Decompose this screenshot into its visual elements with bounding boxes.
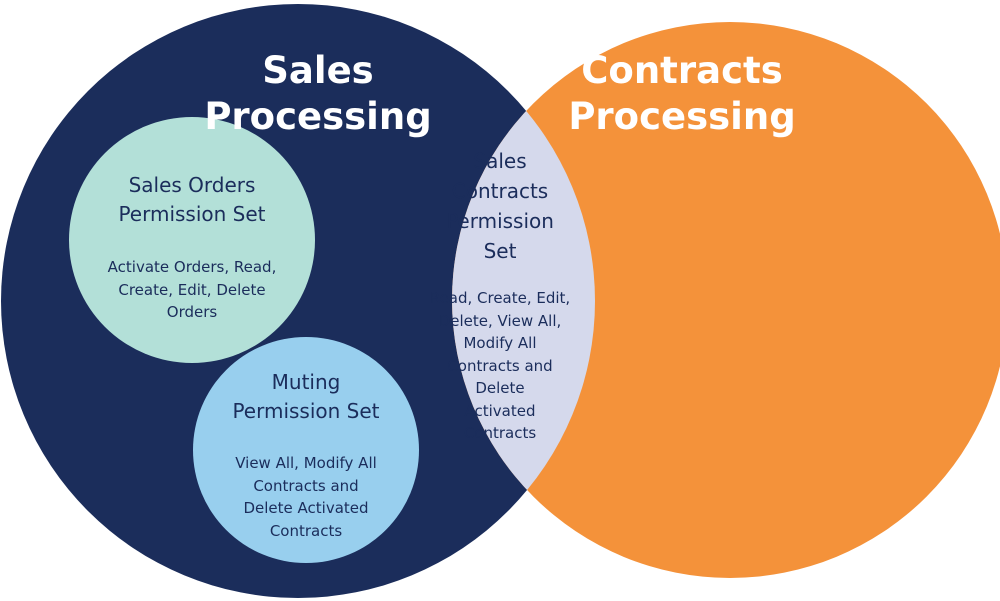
sales-orders-permission-set-title: Sales Orders Permission Set — [118, 173, 266, 226]
contracts-processing-title: Contracts Processing — [568, 49, 796, 138]
muting-permission-set-circle — [193, 337, 419, 563]
muting-permission-set-description: View All, Modify All Contracts and Delet… — [235, 454, 377, 540]
sales-orders-permission-set-circle — [69, 117, 315, 363]
contracts-processing-circle — [452, 22, 1000, 578]
muting-permission-set-title: Muting Permission Set — [232, 370, 380, 423]
sales-processing-title: Sales Processing — [204, 49, 432, 138]
sales-contracts-permission-set-title: Sales Contracts Permission Set — [446, 149, 554, 263]
sales-contracts-permission-set-description: Read, Create, Edit, Delete, View All, Mo… — [429, 289, 571, 442]
sales-orders-permission-set-description: Activate Orders, Read, Create, Edit, Del… — [107, 258, 277, 321]
